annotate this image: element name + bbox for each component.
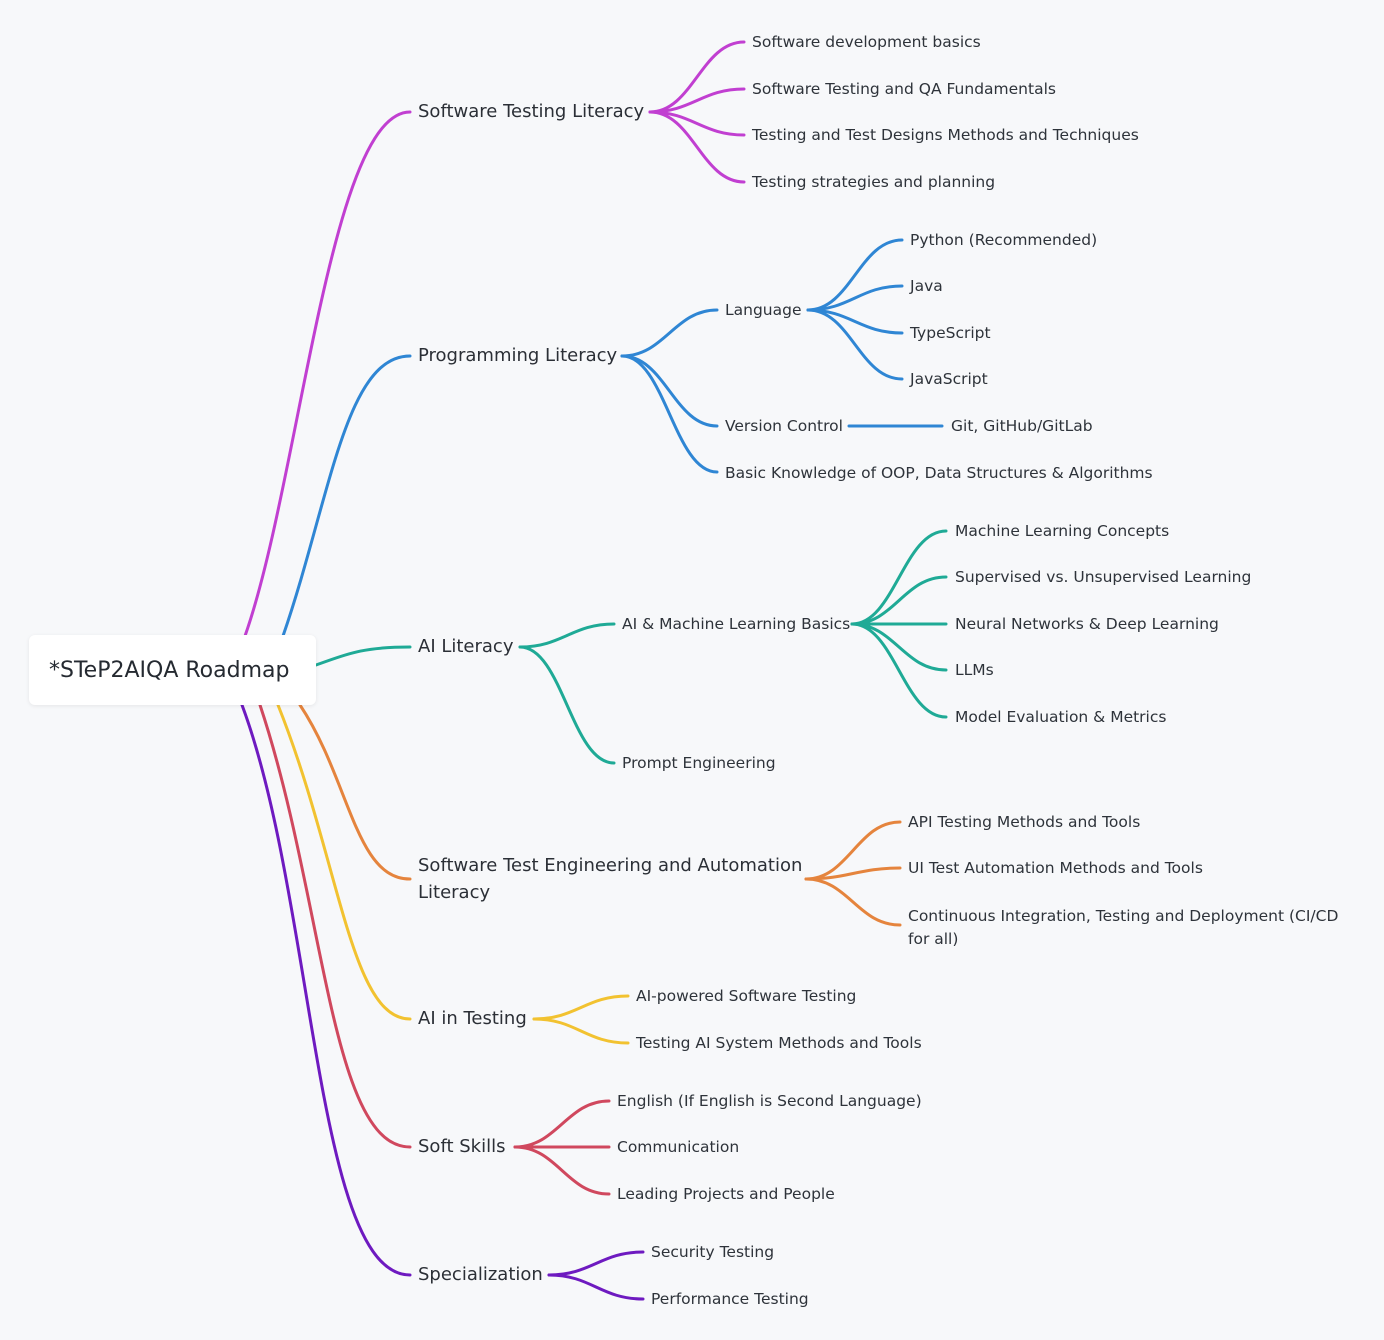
node-model-evaluation-metrics[interactable]: Model Evaluation & Metrics	[955, 708, 1167, 726]
node-language[interactable]: Language	[725, 301, 802, 319]
connector-ai-in-testing-children-1	[532, 1017, 630, 1045]
connector-programming-literacy-children-0	[620, 308, 719, 358]
connector-language-children-3	[806, 308, 904, 381]
node-supervised-unsupervised[interactable]: Supervised vs. Unsupervised Learning	[955, 568, 1252, 586]
node-oop-data-structures-algorithms[interactable]: Basic Knowledge of OOP, Data Structures …	[725, 464, 1153, 482]
connector-root-test-engineering	[298, 703, 412, 881]
node-testing-test-designs-methods[interactable]: Testing and Test Designs Methods and Tec…	[752, 126, 1139, 144]
connector-root-ai-literacy	[314, 645, 412, 667]
node-leading-projects-people[interactable]: Leading Projects and People	[617, 1185, 835, 1203]
connector-specialization-children-0	[547, 1250, 645, 1277]
node-communication[interactable]: Communication	[617, 1138, 740, 1156]
connector-language-children-0	[806, 238, 904, 312]
connector-test-engineering-children-0	[804, 820, 902, 881]
branch-software-testing-literacy[interactable]: Software Testing Literacy	[418, 101, 645, 122]
node-neural-networks-deep-learning[interactable]: Neural Networks & Deep Learning	[955, 615, 1219, 633]
connector-soft-skills-children-2	[513, 1145, 611, 1196]
node-security-testing[interactable]: Security Testing	[651, 1243, 775, 1261]
node-performance-testing[interactable]: Performance Testing	[651, 1290, 809, 1308]
node-api-testing[interactable]: API Testing Methods and Tools	[908, 813, 1141, 831]
branch-programming-literacy[interactable]: Programming Literacy	[418, 345, 618, 366]
node-prompt-engineering[interactable]: Prompt Engineering	[622, 754, 776, 772]
branch-ai-in-testing[interactable]: AI in Testing	[418, 1008, 527, 1029]
connector-ai-ml-basics-children-0	[850, 529, 948, 626]
node-llms[interactable]: LLMs	[955, 661, 994, 679]
node-software-development-basics[interactable]: Software development basics	[752, 33, 981, 51]
node-testing-strategies-planning[interactable]: Testing strategies and planning	[752, 173, 996, 191]
connector-ai-ml-basics-children-4	[850, 622, 948, 719]
node-testing-ai-system[interactable]: Testing AI System Methods and Tools	[636, 1034, 922, 1052]
connector-root-programming-literacy	[281, 354, 412, 638]
connector-ai-ml-basics-children-1	[850, 575, 948, 626]
node-git-github-gitlab[interactable]: Git, GitHub/GitLab	[951, 417, 1093, 435]
node-python[interactable]: Python (Recommended)	[910, 231, 1098, 249]
connector-programming-literacy-children-2	[620, 354, 719, 474]
connector-root-ai-in-testing	[276, 703, 412, 1021]
branch-ai-literacy[interactable]: AI Literacy	[418, 636, 514, 657]
connector-root-specialization	[240, 703, 412, 1277]
node-version-control[interactable]: Version Control	[725, 417, 843, 435]
node-english[interactable]: English (If English is Second Language)	[617, 1092, 922, 1110]
connector-ai-in-testing-children-0	[532, 994, 630, 1021]
node-typescript[interactable]: TypeScript	[910, 324, 991, 342]
root-node-label: *STeP2AIQA Roadmap	[49, 657, 290, 683]
branch-specialization[interactable]: Specialization	[418, 1264, 543, 1285]
node-software-testing-qa-fundamentals[interactable]: Software Testing and QA Fundamentals	[752, 80, 1056, 98]
branch-soft-skills[interactable]: Soft Skills	[418, 1136, 506, 1157]
connector-root-software-testing-literacy	[243, 110, 412, 638]
connector-software-testing-literacy-children-0	[648, 40, 746, 114]
node-javascript[interactable]: JavaScript	[910, 370, 988, 388]
node-ai-ml-basics[interactable]: AI & Machine Learning Basics	[622, 615, 851, 633]
connector-language-children-1	[806, 284, 904, 312]
connector-ai-ml-basics-children-3	[850, 622, 948, 672]
connector-test-engineering-children-2	[804, 877, 902, 927]
connector-root-soft-skills	[258, 703, 412, 1149]
root-node[interactable]: *STeP2AIQA Roadmap	[29, 635, 316, 705]
node-java[interactable]: Java	[910, 277, 943, 295]
node-ai-powered-software-testing[interactable]: AI-powered Software Testing	[636, 987, 857, 1005]
node-ci-cd[interactable]: Continuous Integration, Testing and Depl…	[908, 907, 1339, 948]
branch-software-test-engineering-automation-literacy[interactable]: Software Test Engineering and Automation…	[418, 855, 803, 903]
connector-soft-skills-children-0	[513, 1099, 611, 1149]
node-ui-test-automation[interactable]: UI Test Automation Methods and Tools	[908, 859, 1203, 877]
connector-ai-literacy-children-1	[518, 645, 616, 765]
connector-ai-literacy-children-0	[518, 622, 616, 649]
connector-specialization-children-1	[547, 1273, 645, 1301]
connector-test-engineering-children-1	[804, 866, 902, 881]
node-machine-learning-concepts[interactable]: Machine Learning Concepts	[955, 522, 1170, 540]
connector-software-testing-literacy-children-3	[648, 110, 746, 184]
